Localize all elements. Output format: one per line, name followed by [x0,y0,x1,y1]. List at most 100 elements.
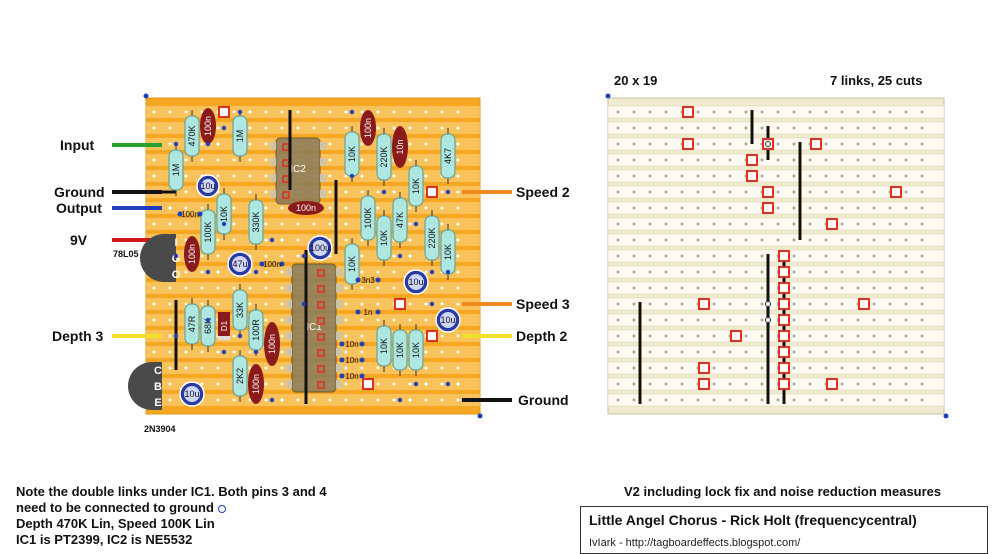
ground-label: Ground [54,184,105,200]
resistor: 33K [232,284,248,336]
stripboard-diagram: Input Ground Output 9V Depth 3 Speed 2 S… [52,73,949,434]
track-cut [426,186,438,198]
capacitor-value: 3n3 [361,276,375,285]
track-cut [778,266,790,278]
board-corner-marker [943,413,949,419]
resistor: 10K [376,210,392,266]
project-title: Little Angel Chorus - Rick Holt (frequen… [589,512,917,528]
capacitor-value: 10n [345,356,358,365]
ic2-chip: IC2 [270,137,326,205]
resistor: 330K [248,194,264,250]
resistor-value: 68K [203,318,213,334]
track-cut [746,154,758,166]
resistor: 100K [200,204,216,260]
transistor: C B E [128,362,162,410]
ground-right-label: Ground [518,392,569,408]
track-cut [778,378,790,390]
solder-point [301,253,307,259]
resistor-value: 100K [363,207,373,228]
speed2-label: Speed 2 [516,184,570,200]
capacitor-value: 10n [345,372,358,381]
board-corner-marker [143,93,149,99]
ic1-pin-marker [317,365,325,373]
capacitor-value: 10u [440,315,455,325]
ceramic-capacitor: 3n3 [355,276,381,285]
solder-point [397,397,403,403]
resistor-value: 100K [203,221,213,242]
depth3-label: Depth 3 [52,328,104,344]
ceramic-capacitor: 10n [339,340,365,349]
solder-point [269,237,275,243]
ic1-pin [286,284,292,292]
track-cut [778,346,790,358]
track-cut [778,250,790,262]
resistor-value: 10K [411,342,421,358]
credit-link[interactable]: IvIark - http://tagboardeffects.blogspot… [589,537,801,549]
track-cut [698,362,710,374]
film-capacitor: 100n [184,236,200,272]
ic1-pin-marker [317,317,325,325]
solder-point [237,109,243,115]
ceramic-capacitor: 100n [259,260,285,269]
solder-point [349,173,355,179]
resistor: 2K2 [232,350,248,402]
track-cut [778,282,790,294]
solder-point [301,301,307,307]
ic1-pin [286,316,292,324]
resistor: 4K7 [440,128,456,184]
track-cut [858,298,870,310]
resistor-value: 470K [187,125,197,146]
capacitor-value: 10u [184,389,199,399]
resistor: 10K [408,324,424,376]
regulator-pin-g: G [172,253,181,265]
track-cut [682,138,694,150]
resistor-value: 10K [379,338,389,354]
solder-point [205,269,211,275]
input-label: Input [60,137,95,153]
solder-point [221,221,227,227]
film-capacitor: 100n [200,108,216,144]
film-capacitor: 100n [264,322,280,366]
track-cut [890,186,902,198]
track-cut [826,378,838,390]
track-cut [778,298,790,310]
links-cuts-count: 7 links, 25 cuts [830,73,923,88]
resistor-value: 10K [379,230,389,246]
ic1-pin-marker [317,301,325,309]
film-capacitor: 100n [360,110,376,146]
track-cut [810,138,822,150]
capacitor-value: 100n [251,374,261,394]
solder-point [173,141,179,147]
track-cut [746,170,758,182]
track-cut [778,314,790,326]
capacitor-value: 10n [345,340,358,349]
resistor-value: 33K [235,302,245,318]
solder-point [397,253,403,259]
solder-point [413,381,419,387]
solder-point [269,397,275,403]
note-line-2: need to be connected to ground [16,500,226,516]
solder-point [381,189,387,195]
resistor: 1M [232,110,248,162]
ic1-pin [336,348,342,356]
ic1-pin-marker [317,269,325,277]
capacitor-value: 100n [267,334,277,354]
note-line-1: Note the double links under IC1. Both pi… [16,484,327,499]
diode [218,312,230,340]
ic1-pin [336,268,342,276]
solder-point [205,141,211,147]
solder-point [429,301,435,307]
electrolytic-capacitor: 10u [196,174,220,198]
ceramic-capacitor: 10n [339,372,365,381]
resistor: 10K [216,188,232,240]
ic1-pin [286,268,292,276]
ic1-pin [286,348,292,356]
resistor-value: 47R [187,315,197,332]
track-cut [826,218,838,230]
resistor-value: 10K [347,146,357,162]
resistor: 47K [392,192,408,248]
capacitor-value: 1n [364,308,373,317]
track-cut [762,186,774,198]
version-note: V2 including lock fix and noise reductio… [624,484,942,499]
film-capacitor [288,201,324,215]
